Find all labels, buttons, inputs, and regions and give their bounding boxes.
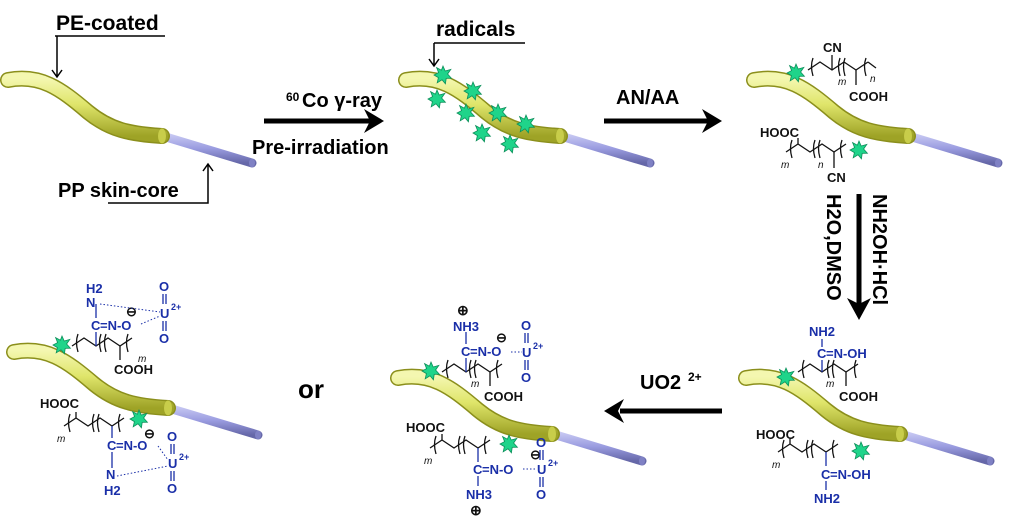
co-gamma-label: Co γ-ray [302, 90, 383, 112]
uranium-charge: 2+ [171, 302, 181, 312]
oxo-o: O [536, 487, 546, 502]
radicals-pointer [428, 42, 525, 68]
nh3-group: NH3 [453, 319, 479, 334]
nh2-group: NH2 [809, 324, 835, 339]
h2-label: H2 [86, 281, 103, 296]
uranium-charge: 2+ [533, 341, 543, 351]
plus-charge-icon: ⊕ [470, 502, 482, 518]
cooh-group: COOH [849, 89, 888, 104]
m-index: m [138, 354, 146, 365]
nh2-group: NH2 [814, 491, 840, 506]
m-index: m [772, 460, 780, 471]
n-index: n [818, 160, 824, 171]
pan-paa-graft-lower: HOOC CN m n [760, 125, 847, 185]
nh3-group: NH3 [466, 487, 492, 502]
arrow-right-icon [604, 109, 722, 133]
m-index: m [57, 434, 65, 445]
c-atom: C [461, 344, 471, 359]
oxo-o: O [536, 435, 546, 450]
n-atom: N [106, 467, 115, 482]
n-atom: N [86, 295, 95, 310]
n-index: n [870, 74, 876, 85]
n-oh-group: =N-OH [830, 467, 871, 482]
hooc-group: HOOC [406, 420, 446, 435]
uranium-atom: U [168, 456, 177, 471]
h2o-dmso-label: H2O,DMSO [822, 194, 844, 301]
m-index: m [471, 379, 479, 390]
minus-charge-icon: ⊖ [144, 426, 155, 441]
pre-irradiation-label: Pre-irradiation [252, 137, 389, 159]
uranium-atom: U [522, 345, 531, 360]
cn-group: CN [827, 170, 846, 185]
pp-skin-core-pointer [108, 162, 214, 204]
pan-paa-graft-upper: CN COOH m n [807, 40, 888, 104]
or-label: or [298, 374, 324, 404]
m-index: m [424, 456, 432, 467]
oxo-o: O [159, 279, 169, 294]
cooh-group: COOH [484, 389, 523, 404]
uranium-atom: U [537, 462, 546, 477]
n-o-group: =N-O [100, 318, 131, 333]
minus-charge-icon: ⊖ [126, 304, 137, 319]
hooc-group: HOOC [40, 396, 80, 411]
minus-charge-icon: ⊖ [496, 330, 507, 345]
pristine-fiber [8, 79, 255, 168]
nh2oh-hcl-label: NH2OH·HCl [868, 194, 890, 305]
complex-b-upper: H2 N C =N-O ⊖ U 2+ O O COOH m [71, 279, 181, 377]
c-atom: C [821, 467, 831, 482]
m-index: m [781, 160, 789, 171]
n-oh-group: =N-OH [826, 346, 867, 361]
cn-group: CN [823, 40, 842, 55]
oxo-o: O [167, 481, 177, 496]
pp-skin-core-label: PP skin-core [58, 180, 179, 202]
an-aa-label: AN/AA [616, 87, 679, 109]
uo2-label: UO2 [640, 372, 681, 394]
h2-label: H2 [104, 483, 121, 498]
co-superscript: 60 [286, 90, 300, 104]
cooh-group: COOH [114, 362, 153, 377]
amidoxime-graft-lower: HOOC C =N-OH NH2 m [756, 427, 871, 506]
uranium-atom: U [160, 306, 169, 321]
m-index: m [838, 77, 846, 88]
c-atom: C [817, 346, 827, 361]
pe-coated-label: PE-coated [56, 12, 159, 35]
n-o-group: =N-O [470, 344, 501, 359]
hooc-group: HOOC [760, 125, 800, 140]
complex-b-lower: HOOC C =N-O ⊖ U 2+ O O N H2 m [40, 396, 189, 498]
plus-charge-icon: ⊕ [457, 302, 469, 318]
oxo-o: O [521, 370, 531, 385]
uo2-charge: 2+ [688, 370, 702, 384]
arrow-down-icon [847, 194, 871, 320]
m-index: m [826, 379, 834, 390]
oxo-o: O [167, 429, 177, 444]
arrow-right-icon [264, 109, 384, 133]
arrow-left-icon [604, 399, 722, 423]
uranium-charge: 2+ [179, 452, 189, 462]
c-atom: C [107, 438, 117, 453]
complex-a-lower: HOOC C =N-O ⊖ U 2+ O O NH3 ⊕ m [406, 420, 558, 518]
c-atom: C [91, 318, 101, 333]
amidoxime-graft-upper: NH2 C =N-OH COOH m [797, 324, 878, 404]
oxo-o: O [521, 318, 531, 333]
n-o-group: =N-O [116, 438, 147, 453]
oxo-o: O [159, 331, 169, 346]
cooh-group: COOH [839, 389, 878, 404]
complex-a-upper: ⊕ NH3 C =N-O ⊖ U 2+ O O COOH m [441, 302, 543, 404]
hooc-group: HOOC [756, 427, 796, 442]
uranium-charge: 2+ [548, 458, 558, 468]
minus-charge-icon: ⊖ [530, 447, 541, 462]
c-atom: C [473, 462, 483, 477]
n-o-group: =N-O [482, 462, 513, 477]
pe-coated-pointer [51, 36, 63, 79]
radicals-label: radicals [436, 18, 515, 41]
